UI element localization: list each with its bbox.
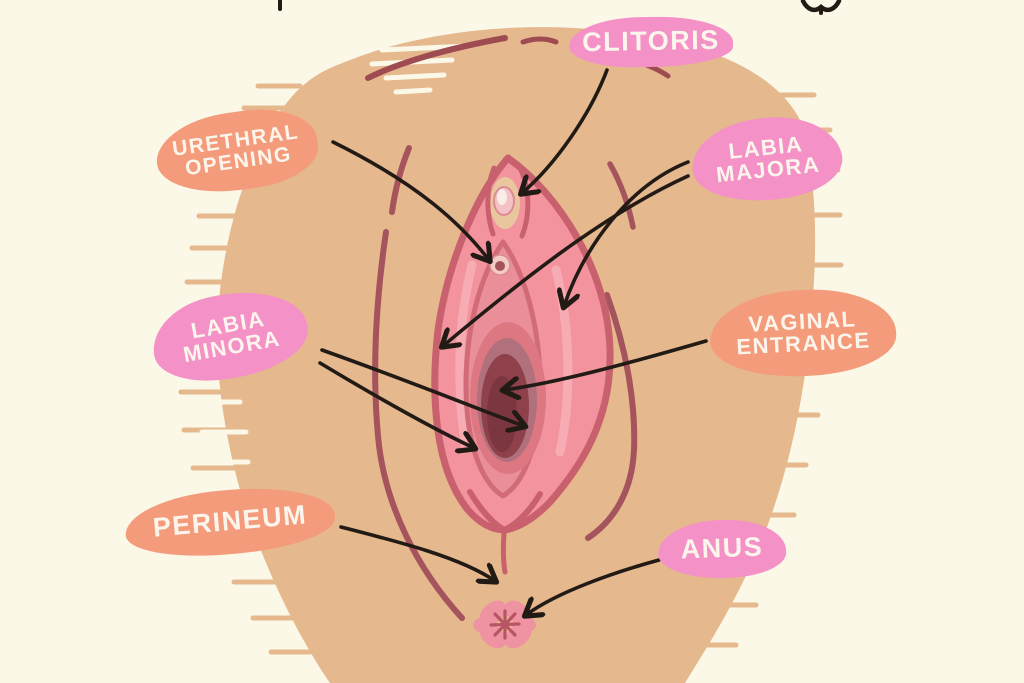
urethral-opening-shape [489,254,511,276]
arrow-perineum [339,525,495,581]
arrow-labia-minora-upper [320,348,524,426]
bottom-taper [467,489,543,575]
label-clitoris-text: CLITORIS [581,25,720,58]
arrow-clitoris [522,68,609,193]
arrow-anus [526,558,661,615]
arrow-vaginal-entrance [504,339,708,390]
vaginal-entrance-shape [470,322,546,474]
label-vaginal-entrance-line2: ENTRANCE [735,327,872,360]
arrow-labia-minora-lower [318,361,474,448]
annotation-arrows [318,68,708,615]
top-edge-doodles [278,0,842,15]
arrow-urethral-opening [331,140,489,260]
label-perineum-text: PERINEUM [151,499,309,543]
arrow-labia-majora-left [443,174,690,346]
label-anus-text: ANUS [680,531,764,565]
clitoris-shape [485,165,531,239]
anus-shape [473,600,536,649]
